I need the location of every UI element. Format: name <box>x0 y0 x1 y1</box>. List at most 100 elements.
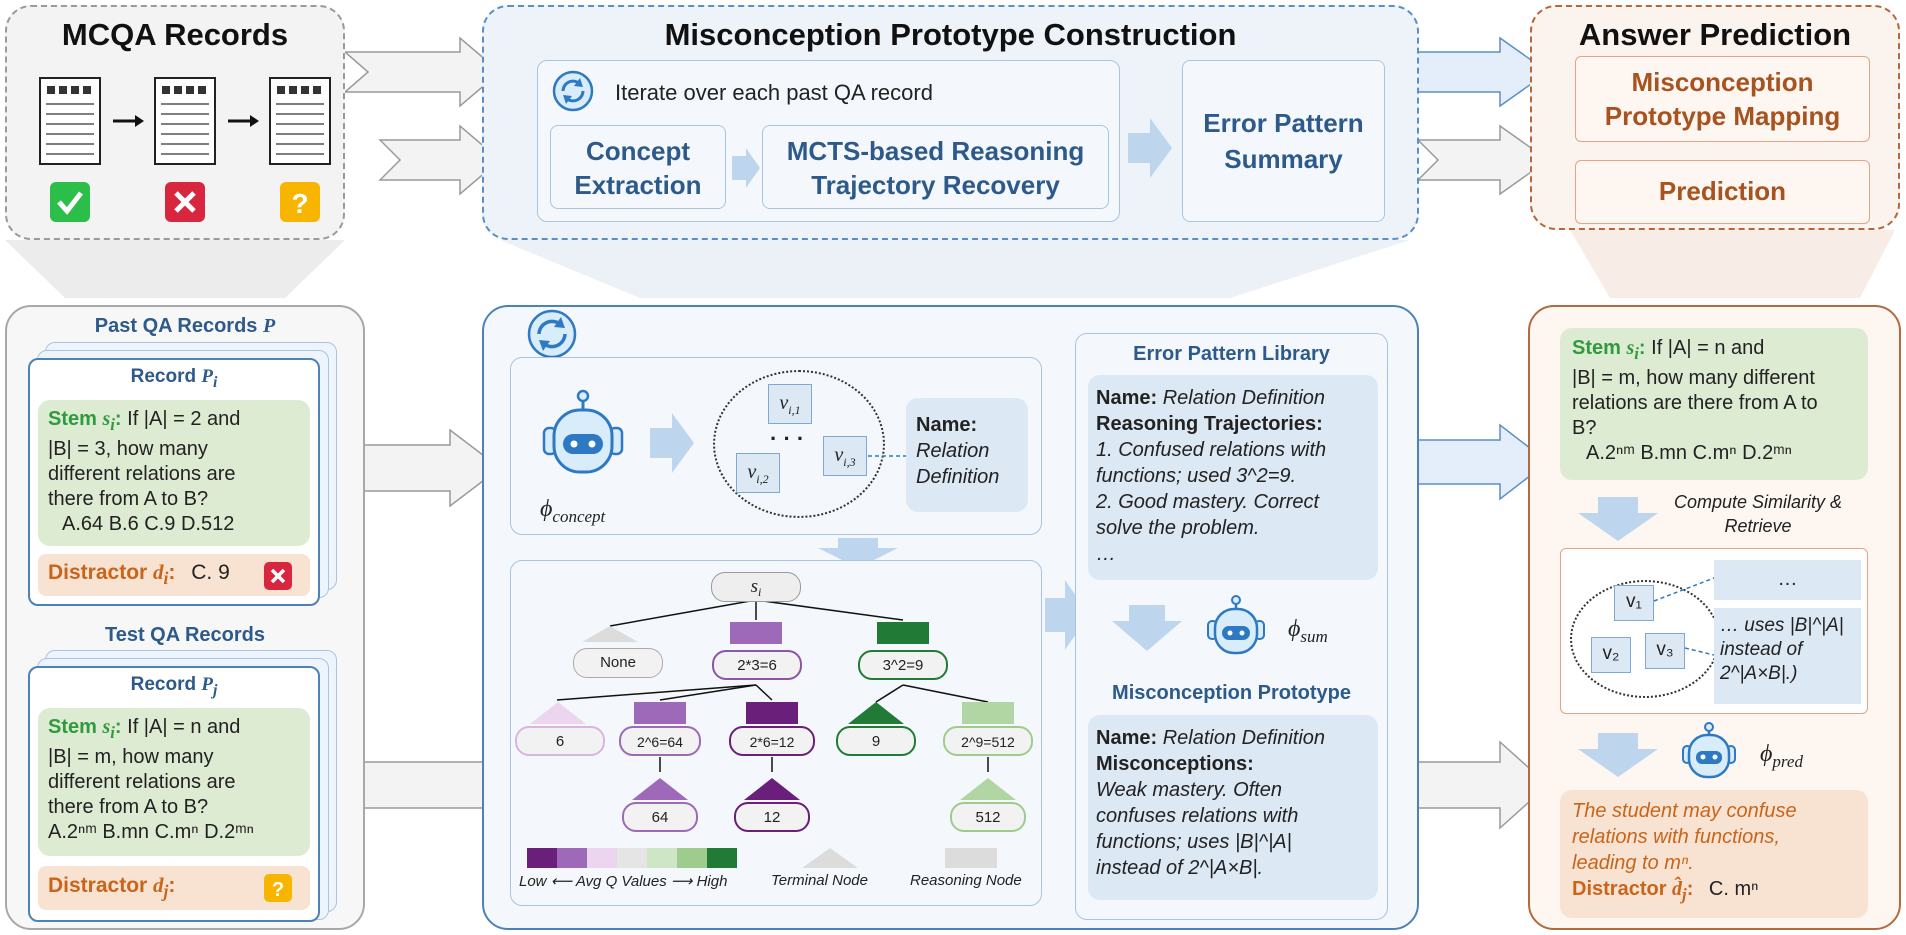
prediction-result-card: The student may confuse relations with f… <box>1560 790 1868 918</box>
prediction-title: Answer Prediction <box>1578 17 1852 52</box>
tree-node-9: 9 <box>836 726 916 756</box>
cross-icon <box>264 561 292 590</box>
terminal-marker <box>530 702 586 724</box>
iterate-icon <box>552 70 594 112</box>
construction-title: Misconception Prototype Construction <box>664 17 1237 52</box>
error-pattern-summary-box: Error Pattern Summary <box>1182 60 1385 222</box>
check-icon <box>50 182 90 222</box>
svg-text:?: ? <box>291 188 308 219</box>
legend-reasoning-marker <box>945 848 997 868</box>
tree-node-12: 12 <box>734 802 810 832</box>
question-icon: ? <box>264 873 292 902</box>
test-record-title: Record Pj <box>130 674 218 699</box>
phi-concept: ϕconcept <box>540 496 606 526</box>
past-records-title: Past QA Records P <box>94 315 276 337</box>
terminal-marker <box>848 702 904 724</box>
tree-node-64: 64 <box>622 802 698 832</box>
terminal-marker <box>744 778 800 800</box>
ellipsis-text: · · · <box>770 426 805 451</box>
past-stem-card: Stem si: If |A| = 2 and |B| = 3, how man… <box>38 399 310 546</box>
past-distractor-card: Distractor di: C. 9 <box>38 553 310 596</box>
test-records-title: Test QA Records <box>104 624 266 646</box>
terminal-marker <box>632 778 688 800</box>
prototype-title: Misconception Prototype <box>1112 682 1351 704</box>
test-stem-card: Stem si: If |A| = n and |B| = m, how man… <box>38 707 310 856</box>
tree-node-2x6: 2*6=12 <box>729 726 815 756</box>
legend-swatch <box>707 848 737 868</box>
arrow-icon <box>228 115 259 127</box>
similarity-text: Compute Similarity & Retrieve <box>1673 492 1843 536</box>
funnel-right <box>1570 230 1895 298</box>
concept-name-card: Name: Relation Definition <box>906 398 1028 512</box>
arrow-to-prediction <box>1416 124 1550 196</box>
legend-swatch <box>677 848 707 868</box>
arrow-records-to-construction-1 <box>342 36 502 108</box>
legend-swatch <box>527 848 557 868</box>
prototype-card: Name: Relation Definition Misconceptions… <box>1088 715 1378 900</box>
retrieval-node-1: v₁ <box>1614 585 1654 621</box>
library-title: Error Pattern Library <box>1133 343 1330 365</box>
qvalue-bar <box>877 622 929 644</box>
arrow-icon <box>113 115 144 127</box>
tree-node-2x3: 2*3=6 <box>712 650 802 680</box>
robot-icon <box>1680 722 1738 784</box>
retrieval-node-3: v₃ <box>1645 633 1685 669</box>
qvalue-legend <box>527 848 737 868</box>
funnel-center <box>500 240 1410 298</box>
funnel-left <box>5 240 345 298</box>
legend-swatch <box>587 848 617 868</box>
terminal-marker <box>582 626 638 642</box>
concept-circle <box>713 370 885 518</box>
question-icon: ? <box>280 182 320 222</box>
past-record-card: Record Pi Stem si: If |A| = 2 and |B| = … <box>28 358 320 606</box>
retrieved-item-2: … uses |B|^|A| instead of 2^|A×B|.) <box>1714 608 1861 704</box>
past-record-title: Record Pi <box>130 366 218 391</box>
qvalue-bar <box>634 702 686 724</box>
prediction-box: Prediction <box>1575 160 1870 224</box>
concept-node-3: vi,3 <box>823 436 867 476</box>
doc-icon-2 <box>154 77 216 165</box>
mapping-box: Misconception Prototype Mapping <box>1575 56 1870 142</box>
right-stem-card: Stem si: If |A| = n and |B| = m, how man… <box>1560 328 1868 480</box>
concept-extraction-box: Concept Extraction <box>550 125 726 209</box>
tree-node-none: None <box>573 648 663 678</box>
phi-sum: ϕsum <box>1288 616 1328 646</box>
iterate-text: Iterate over each past QA record <box>615 80 933 105</box>
phi-pred: ϕpred <box>1760 741 1803 771</box>
library-card: Name: Relation Definition Reasoning Traj… <box>1088 375 1378 580</box>
qvalue-bar <box>730 622 782 644</box>
mcqa-title: MCQA Records <box>61 17 289 52</box>
concept-node-2: vi,2 <box>736 453 780 493</box>
legend-swatch <box>617 848 647 868</box>
mcts-box: MCTS-based Reasoning Trajectory Recovery <box>762 125 1109 209</box>
legend-terminal-marker <box>802 848 858 868</box>
legend-terminal-label: Terminal Node <box>771 872 868 889</box>
retrieval-node-2: v₂ <box>1591 637 1631 673</box>
retrieved-item-1: … <box>1714 560 1861 600</box>
qvalue-bar <box>962 702 1014 724</box>
tree-node-2pow6: 2^6=64 <box>619 726 701 756</box>
legend-label: Low ⟵ Avg Q Values ⟶ High <box>519 873 728 890</box>
test-record-card: Record Pj Stem si: If |A| = n and |B| = … <box>28 666 320 922</box>
doc-icon-3 <box>269 77 331 165</box>
legend-swatch <box>557 848 587 868</box>
doc-icon-1 <box>39 77 101 165</box>
tree-node-3pow2: 3^2=9 <box>858 650 948 680</box>
robot-icon <box>538 389 628 490</box>
tree-node-2pow9: 2^9=512 <box>943 726 1033 756</box>
svg-text:?: ? <box>272 879 284 901</box>
tree-node-6: 6 <box>515 726 605 756</box>
qvalue-bar <box>746 702 798 724</box>
legend-reasoning-label: Reasoning Node <box>910 872 1022 889</box>
arrow-records-to-construction-2 <box>378 124 502 196</box>
iterate-icon <box>526 308 578 360</box>
tree-node-512: 512 <box>950 802 1026 832</box>
test-distractor-card: Distractor dj: ? <box>38 865 310 910</box>
robot-icon <box>1205 595 1267 661</box>
cross-icon <box>165 182 205 222</box>
tree-root: si <box>711 572 801 602</box>
